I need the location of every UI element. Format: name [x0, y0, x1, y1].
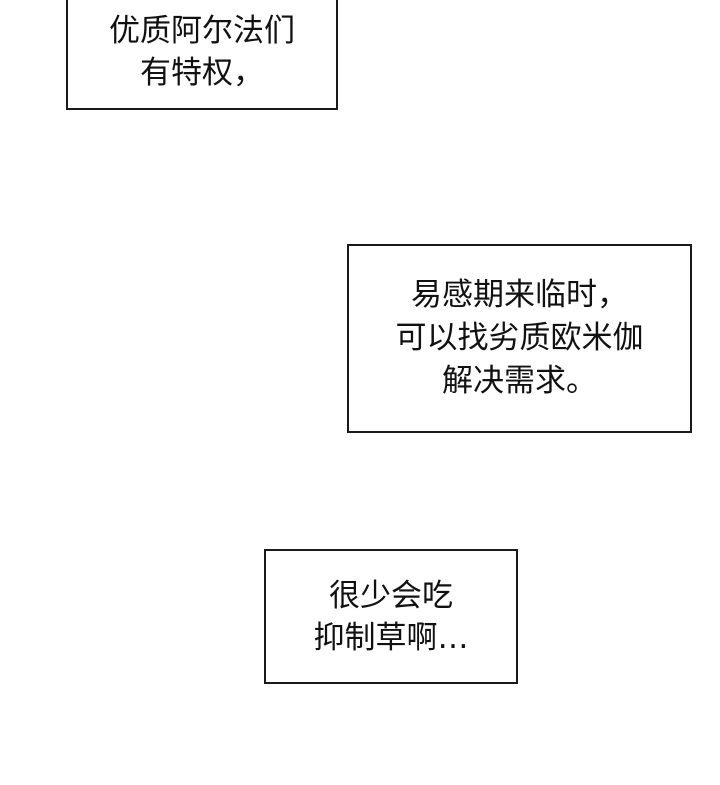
- caption-box-1: 优质阿尔法们 有特权，: [66, 0, 338, 110]
- caption-3-line-2: 抑制草啊…: [313, 619, 469, 656]
- caption-box-2: 易感期来临时， 可以找劣质欧米伽 解决需求。: [347, 244, 692, 433]
- caption-3-line-1: 很少会吃: [329, 577, 453, 614]
- caption-1-line-2: 有特权，: [140, 55, 264, 91]
- caption-box-3: 很少会吃 抑制草啊…: [264, 549, 518, 684]
- caption-2-line-1: 易感期来临时，: [411, 277, 628, 313]
- caption-2-line-3: 解决需求。: [442, 363, 597, 399]
- caption-1-line-1: 优质阿尔法们: [109, 13, 295, 49]
- caption-2-line-2: 可以找劣质欧米伽: [395, 320, 644, 356]
